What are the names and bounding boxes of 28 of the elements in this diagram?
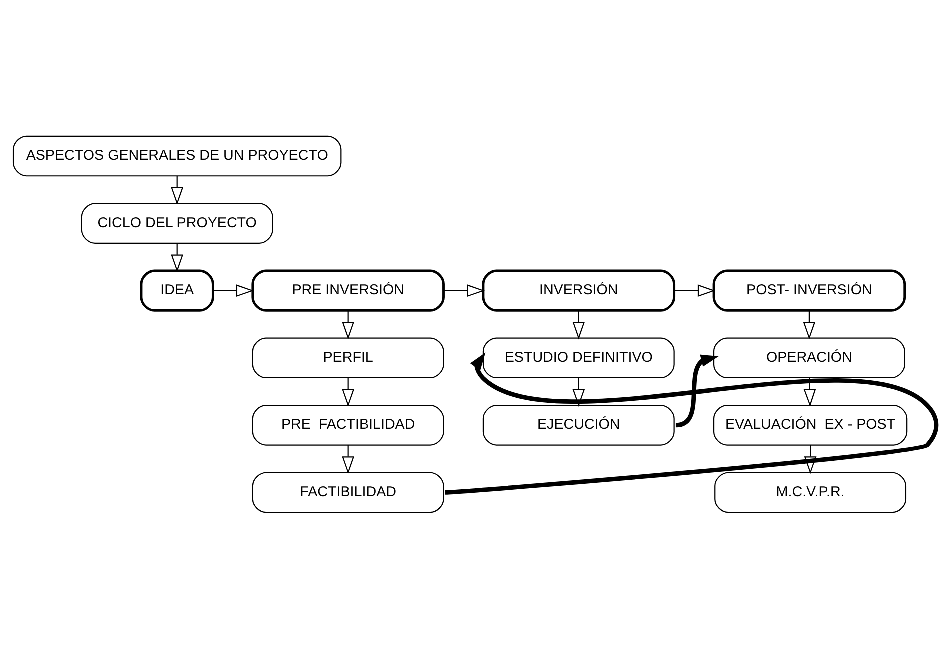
arrow: [171, 176, 184, 205]
node-box: CICLO DEL PROYECTO: [81, 202, 274, 244]
arrow: [171, 243, 184, 272]
node-box: POST- INVERSIÓN: [712, 269, 906, 312]
node-box: INVERSIÓN: [482, 269, 676, 312]
arrow: [342, 310, 355, 340]
arrow: [572, 310, 586, 340]
node-box: ESTUDIO DEFINITIVO: [482, 337, 675, 378]
node-box: ASPECTOS GENERALES DE UN PROYECTO: [12, 135, 342, 176]
node-box: OPERACIÓN: [713, 337, 906, 378]
arrow: [572, 378, 586, 406]
node-box: M.C.V.P.R.: [714, 472, 907, 513]
arrow: [804, 444, 817, 474]
arrow: [342, 444, 355, 474]
node-box: PRE INVERSIÓN: [252, 269, 445, 312]
arrow: [342, 378, 355, 406]
arrow: [445, 352, 938, 494]
arrow: [444, 284, 486, 297]
node-box: PRE FACTIBILIDAD: [252, 404, 444, 446]
node-box: FACTIBILIDAD: [252, 472, 444, 513]
node-box: IDEA: [140, 269, 214, 312]
node-box: PERFIL: [252, 337, 444, 378]
arrow: [804, 378, 816, 406]
arrow: [674, 284, 716, 297]
arrow: [803, 310, 816, 340]
node-box: EVALUACIÓN EX - POST: [713, 404, 908, 446]
node-box: EJECUCIÓN: [482, 404, 675, 446]
arrow: [213, 284, 254, 297]
